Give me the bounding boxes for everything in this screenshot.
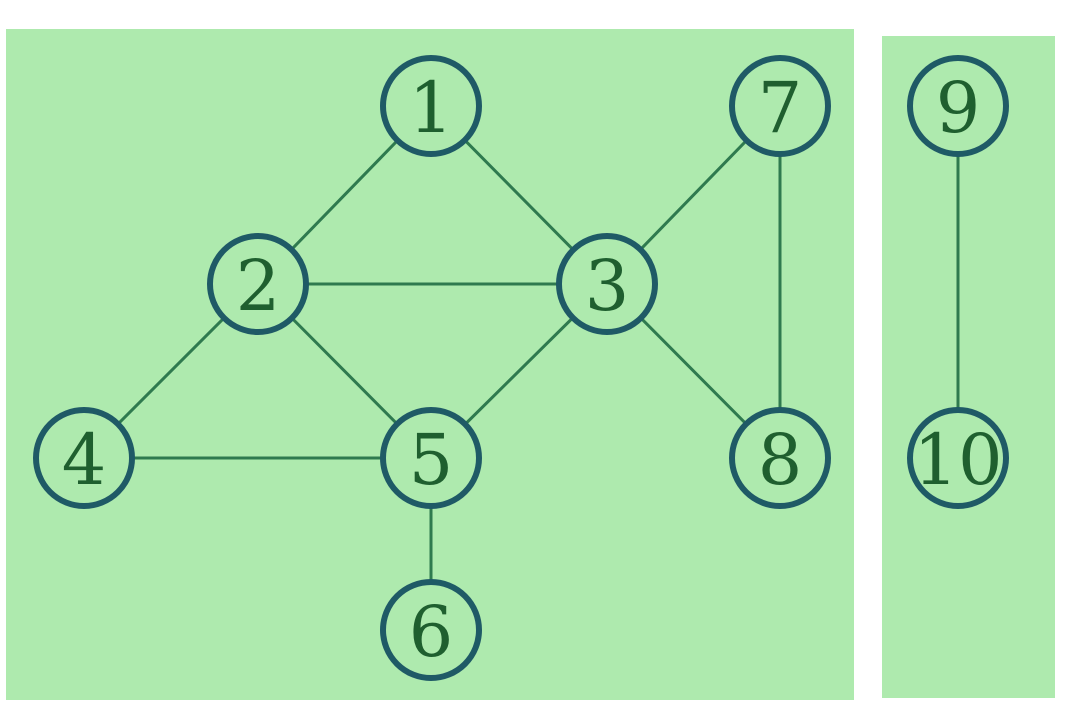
node-7: 7 (729, 55, 831, 157)
node-circle (380, 55, 482, 157)
node-label: 8 (758, 419, 803, 501)
node-label: 1 (409, 67, 454, 149)
node-fill (910, 410, 1006, 506)
node-5: 5 (380, 407, 482, 509)
node-circle (907, 55, 1009, 157)
node-fill (383, 582, 479, 678)
node-label: 5 (409, 419, 454, 501)
node-3: 3 (556, 233, 658, 335)
node-circle (380, 579, 482, 681)
node-4: 4 (33, 407, 135, 509)
node-fill (732, 58, 828, 154)
node-label: 9 (936, 67, 981, 149)
node-fill (36, 410, 132, 506)
node-label: 7 (758, 67, 803, 149)
node-circle (729, 407, 831, 509)
node-label: 6 (409, 591, 454, 673)
node-8: 8 (729, 407, 831, 509)
node-fill (910, 58, 1006, 154)
node-circle (380, 407, 482, 509)
node-fill (383, 58, 479, 154)
node-10: 10 (907, 407, 1009, 509)
nodes-layer: 1 2 3 4 5 6 7 8 9 10 (33, 55, 1009, 681)
node-label: 3 (585, 245, 630, 327)
node-circle (207, 233, 309, 335)
node-9: 9 (907, 55, 1009, 157)
node-fill (559, 236, 655, 332)
node-circle (907, 407, 1009, 509)
node-fill (732, 410, 828, 506)
node-1: 1 (380, 55, 482, 157)
node-2: 2 (207, 233, 309, 335)
node-6: 6 (380, 579, 482, 681)
node-label: 4 (62, 419, 107, 501)
node-circle (556, 233, 658, 335)
node-label: 2 (236, 245, 281, 327)
node-fill (383, 410, 479, 506)
node-fill (210, 236, 306, 332)
node-circle (33, 407, 135, 509)
node-label: 10 (913, 419, 1002, 501)
node-circle (729, 55, 831, 157)
